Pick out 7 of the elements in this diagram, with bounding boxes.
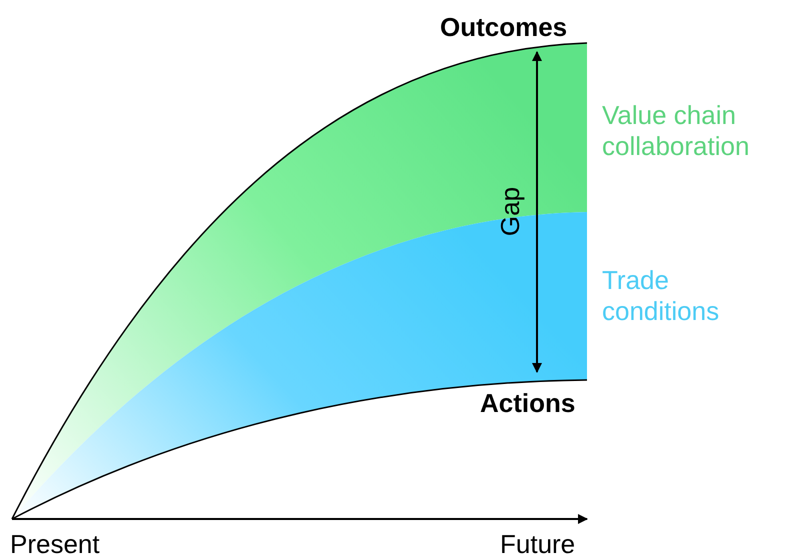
gap-label: Gap <box>495 186 526 236</box>
value-chain-label: Value chain collaboration <box>602 100 750 162</box>
actions-label: Actions <box>480 388 576 419</box>
future-label: Future <box>500 529 576 558</box>
trade-conditions-label: Trade conditions <box>602 265 720 327</box>
present-label: Present <box>10 529 100 558</box>
outcomes-label: Outcomes <box>440 12 568 43</box>
